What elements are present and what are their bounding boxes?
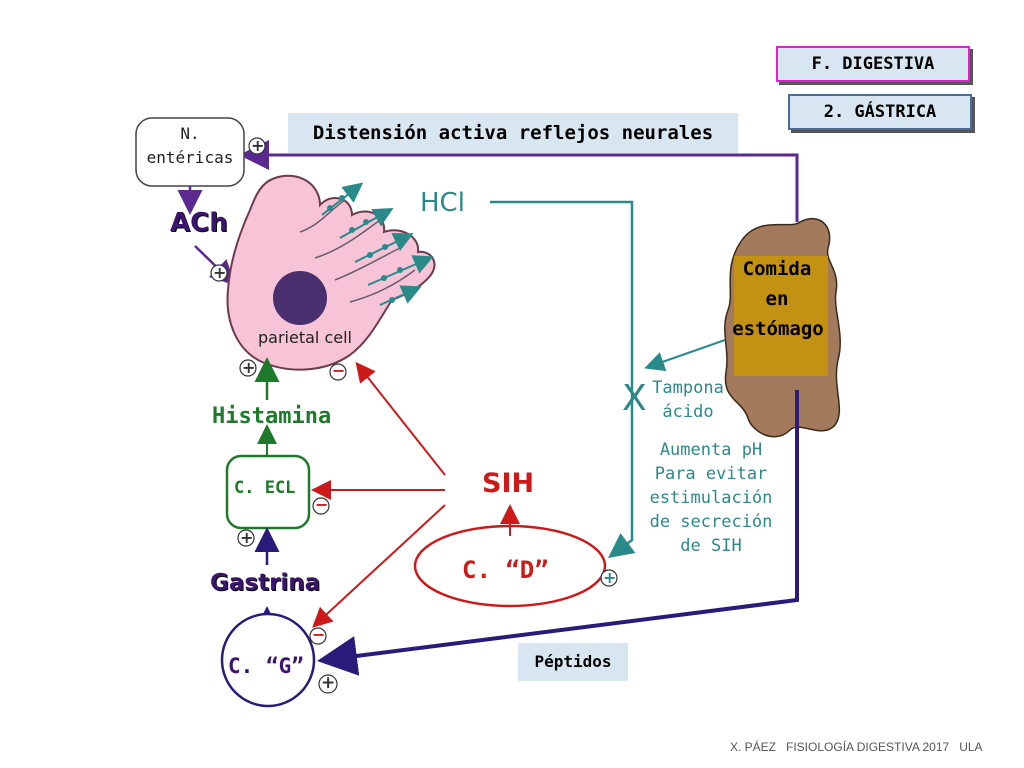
ph-label-line4: de secreción [649, 512, 773, 532]
ecl-label: C. ECL [234, 478, 296, 498]
sih-label: SIH [482, 468, 535, 499]
ach-label: ACh [170, 208, 228, 238]
minus-glyph-ecl: − [315, 495, 329, 514]
buffer-label-line1: Tampona [652, 378, 724, 398]
food-label-line2: en [765, 288, 789, 310]
plus-glyph-enteric: + [251, 136, 265, 155]
minus-sign-parietal [329, 363, 347, 381]
x-inhibition-mark: X [622, 378, 647, 419]
food-box [734, 256, 828, 376]
subsection-badge: 2. GÁSTRICA [788, 94, 972, 130]
parietal-nucleus [273, 271, 327, 325]
plus-glyph-d: + [603, 568, 617, 587]
food-label-line3: estómago [732, 318, 824, 340]
plus-sign-g [318, 674, 338, 694]
footer-credit: X. PÁEZ FISIOLOGÍA DIGESTIVA 2017 ULA [730, 740, 983, 754]
sih-to-g-arrow [312, 504, 446, 628]
hcl-label: HCl [420, 188, 465, 218]
peptides-box: Péptidos [518, 643, 628, 681]
enteric-label-line2: entéricas [146, 148, 234, 167]
g-cell-label: C. “G” [228, 654, 304, 678]
plus-glyph-g: + [321, 673, 336, 693]
plus-glyph-histamine: + [242, 358, 256, 377]
histamine-label: Histamina [212, 404, 332, 429]
sih-to-parietal-arrow [355, 361, 446, 476]
food-to-enteric-arrow [239, 140, 799, 222]
food-to-buffer-arrow [644, 339, 726, 372]
plus-glyph-ach: + [213, 263, 227, 282]
enteric-label-line1: N. [180, 124, 200, 143]
plus-sign-gastrin [237, 529, 255, 547]
section-badge: F. DIGESTIVA [776, 46, 970, 82]
ph-label-line3: estimulación [649, 488, 773, 508]
hcl-to-x-arrow [490, 200, 636, 558]
minus-glyph-parietal: − [332, 361, 346, 380]
ph-label-line1: Aumenta pH [659, 440, 763, 460]
plus-glyph-gastrin: + [240, 528, 254, 547]
food-label-line1: Comida [742, 258, 812, 280]
minus-glyph-g: − [312, 625, 326, 644]
g-cell-circle [220, 612, 316, 708]
ph-label-line5: de SIH [680, 536, 742, 556]
d-cell-label: C. “D” [462, 556, 549, 584]
buffer-label-line2: ácido [662, 402, 714, 422]
parietal-cell-label: parietal cell [258, 328, 352, 347]
plus-sign-histamine [239, 359, 257, 377]
plus-sign-d [600, 569, 618, 587]
minus-sign-ecl [312, 497, 330, 515]
gastrin-label: Gastrina [210, 570, 321, 596]
plus-sign-enteric [248, 137, 266, 155]
food-to-g-arrow [317, 390, 799, 676]
plus-sign-ach [210, 264, 228, 282]
ph-label-line2: Para evitar [654, 464, 768, 484]
minus-sign-g [309, 627, 327, 645]
neural-reflex-banner: Distensión activa reflejos neurales [288, 113, 738, 153]
